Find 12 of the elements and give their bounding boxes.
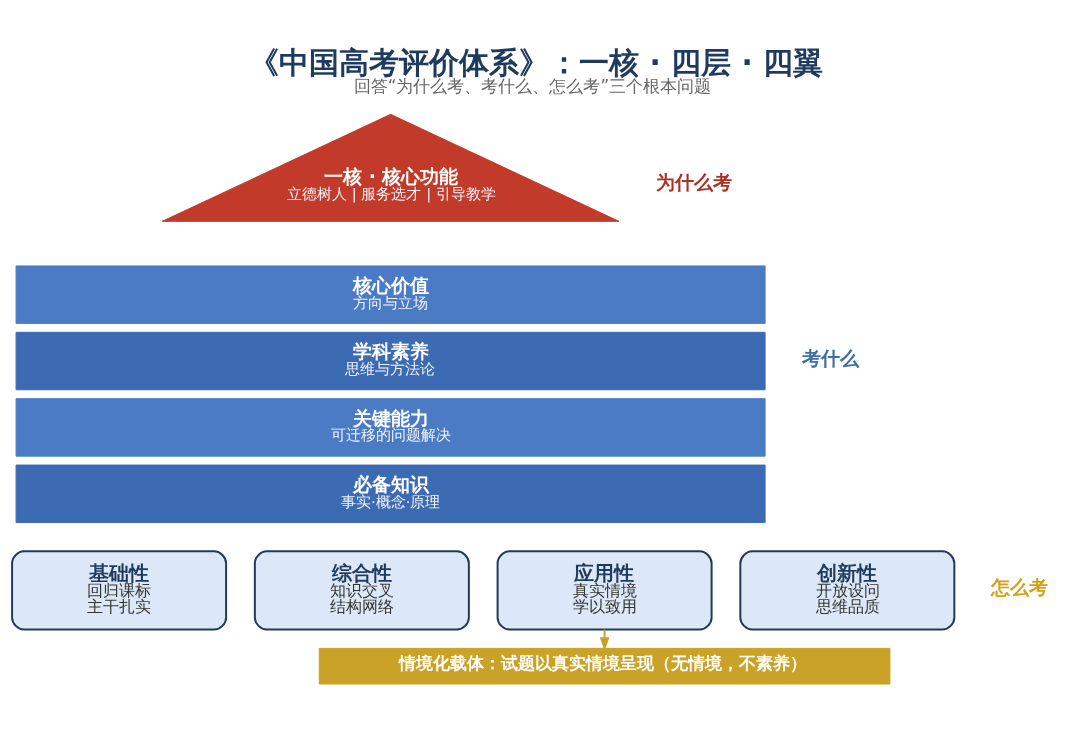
node-box: 关键能力 可迁移的问题解决 xyxy=(15,397,766,457)
node-box: 应用性 真实情境 学以致用 xyxy=(496,549,713,631)
node-box: 核心价值 方向与立场 xyxy=(15,264,766,324)
label: 考什么 xyxy=(802,347,860,369)
node-box: 学科素养 思维与方法论 xyxy=(15,331,766,390)
node-box: 基础性 回归课标 主干扎实 xyxy=(11,549,228,631)
label: 为什么考 xyxy=(656,171,733,193)
node-box: 创新性 开放设问 思维品质 xyxy=(739,549,956,631)
label: 怎么考 xyxy=(991,576,1049,598)
node-box: 必备知识 事实·概念·原理 xyxy=(15,464,766,523)
node-box: 情境化载体：试题以真实情境呈现（无情境，不素养） xyxy=(318,647,891,685)
node-box: 综合性 知识交叉 结构网络 xyxy=(253,549,470,631)
